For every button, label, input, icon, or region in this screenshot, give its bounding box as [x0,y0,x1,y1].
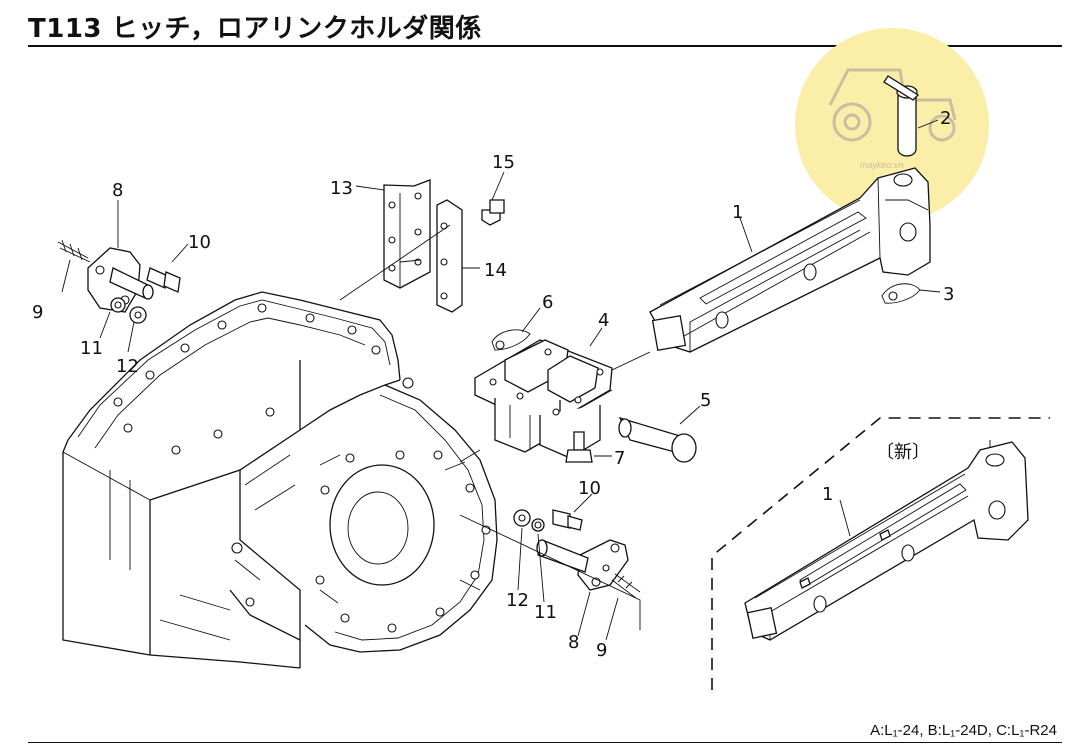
pin-2 [883,75,920,157]
callout-12-right: 12 [506,590,529,611]
leader-lines [61,119,941,641]
plate-14 [436,199,463,313]
hitch-tube-1 [649,167,931,353]
bottom-rule [28,742,1062,743]
bolt-9-right [611,573,641,599]
callout-4: 4 [598,310,609,331]
bolt-7 [565,431,593,463]
clip-3 [881,283,921,304]
callout-8-right: 8 [568,632,579,653]
callout-10-left: 10 [188,232,211,253]
callout-3: 3 [943,284,954,305]
title-underline [28,45,1062,47]
callout-9-right: 9 [596,640,607,661]
callout-9-left: 9 [32,302,43,323]
link-holder-4 [474,339,613,459]
callout-11-left: 11 [80,338,103,359]
bolt-9-left [57,239,91,263]
callout-13: 13 [330,178,353,199]
bracket-13 [383,179,431,289]
callout-14: 14 [484,260,507,281]
holder-8-left [87,247,154,313]
callout-7: 7 [614,448,625,469]
callout-15: 15 [492,152,515,173]
callout-10-right: 10 [578,478,601,499]
holder-8-right [536,539,629,591]
nut-washer-left [110,297,147,324]
page-title: T113 ヒッチ，ロアリンクホルダ関係 [28,14,482,44]
callout-11-right: 11 [534,602,557,623]
callout-2: 2 [940,108,951,129]
model-applicability-note: A:L₁-24, B:L₁-24D, C:L₁-R24 [870,722,1057,739]
new-type-inset [711,417,1050,690]
callout-labels: 8 9 10 11 12 13 14 15 1 2 3 4 5 6 7 10 1… [32,108,954,661]
bolt-10-right [552,509,583,531]
inset-label: 〔新〕 [876,442,930,463]
callout-8-left: 8 [112,180,123,201]
callout-1-inset: 1 [822,484,833,505]
bolt-10-left [146,267,181,293]
nut-washer-right [513,509,545,532]
bolt-15 [481,199,505,226]
callout-5: 5 [700,390,711,411]
pin-5 [618,416,697,463]
clip-6 [491,329,531,351]
callout-6: 6 [542,292,553,313]
transmission-case [62,291,498,669]
watermark-logo: maykeo.vn [795,28,989,222]
callout-12-left: 12 [116,356,139,377]
watermark-text: maykeo.vn [860,160,904,170]
callout-1: 1 [732,202,743,223]
